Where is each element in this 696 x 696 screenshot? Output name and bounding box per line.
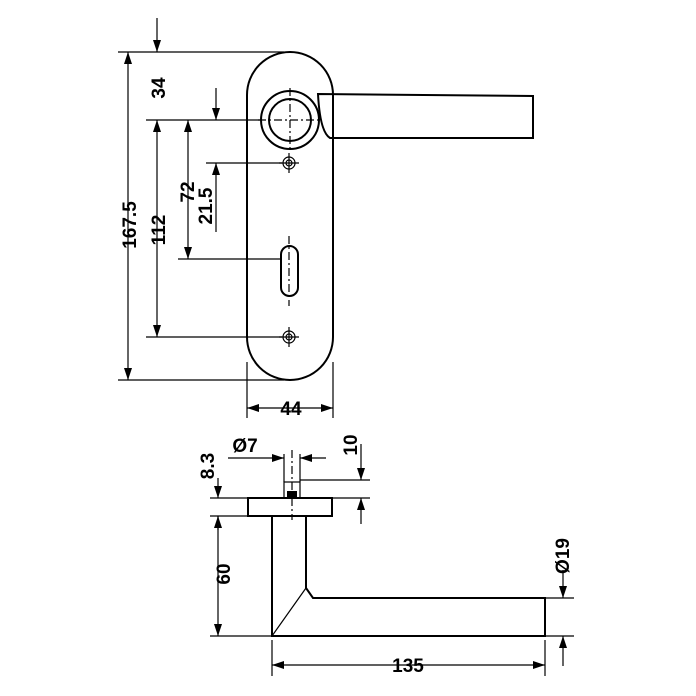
dim-spindle-offset: 10 bbox=[341, 434, 362, 455]
keyhole bbox=[280, 236, 299, 306]
side-lever bbox=[271, 516, 546, 637]
dim-handle-to-keyhole: 72 bbox=[178, 181, 199, 202]
side-view: 8.3 Ø7 10 60 Ø19 135 bbox=[198, 434, 574, 677]
dim-screw-to-handle: 21.5 bbox=[196, 187, 217, 224]
dim-lever-length: 135 bbox=[392, 656, 424, 677]
lower-screw bbox=[279, 327, 299, 347]
dim-plate-width: 44 bbox=[280, 399, 302, 420]
dim-spindle-diameter: Ø7 bbox=[232, 436, 257, 457]
dim-top-to-handle: 34 bbox=[149, 77, 170, 99]
dim-handle-depth: 60 bbox=[214, 563, 235, 584]
rose-plate bbox=[247, 497, 333, 517]
dim-lever-diameter: Ø19 bbox=[553, 538, 574, 574]
dim-total-height: 167.5 bbox=[120, 201, 141, 249]
upper-screw bbox=[279, 153, 299, 173]
dim-handle-to-lower-screw: 112 bbox=[149, 215, 170, 246]
dim-rose-thickness: 8.3 bbox=[198, 453, 219, 479]
lever-arm bbox=[316, 92, 534, 139]
front-view: 167.5 34 112 72 21.5 44 bbox=[118, 18, 534, 420]
back-plate bbox=[246, 51, 334, 381]
